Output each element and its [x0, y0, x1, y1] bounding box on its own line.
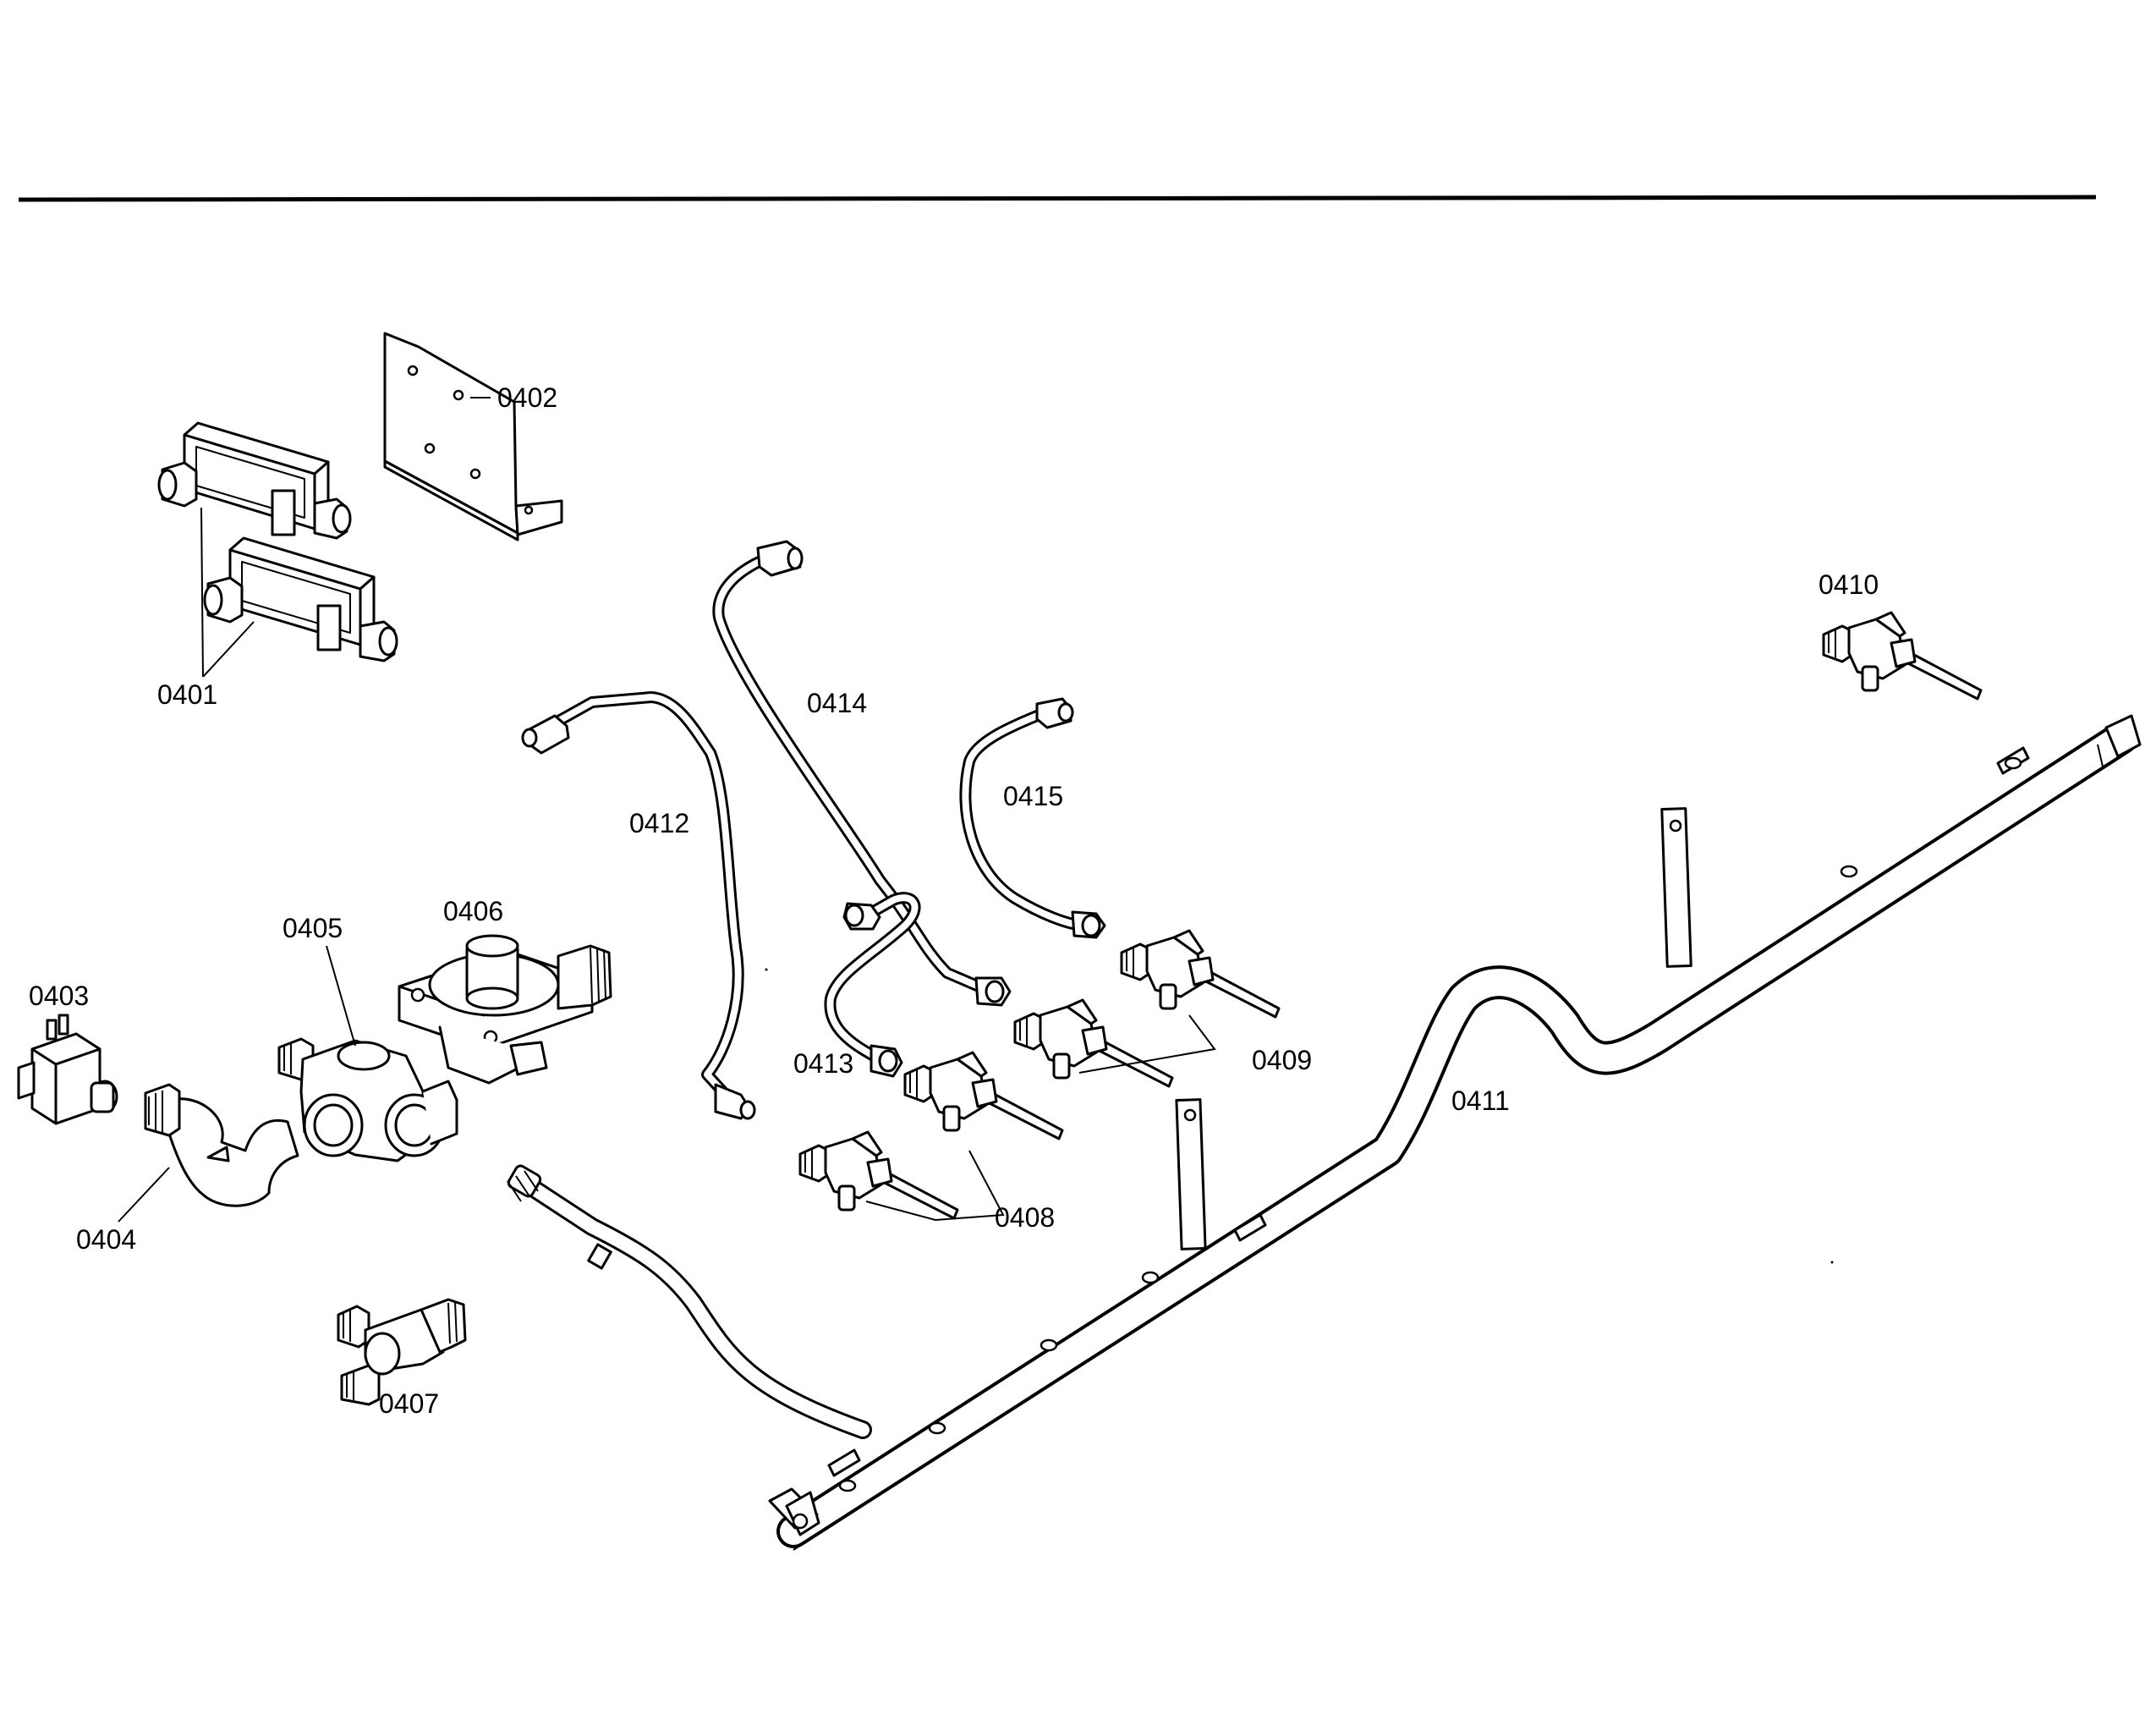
burner-valve-0408b[interactable] — [903, 1051, 1064, 1140]
label-0406: 0406 — [443, 896, 503, 926]
pressure-regulator[interactable] — [398, 934, 612, 1085]
gas-tube-loop[interactable] — [824, 892, 921, 1078]
label-0407: 0407 — [379, 1388, 439, 1419]
label-0411: 0411 — [1451, 1085, 1510, 1116]
label-0413: 0413 — [793, 1048, 853, 1079]
label-0408: 0408 — [995, 1202, 1055, 1233]
speck — [765, 968, 768, 971]
header-rule — [18, 195, 2097, 202]
label-0405: 0405 — [283, 913, 343, 943]
label-0414: 0414 — [807, 688, 867, 718]
tee-fitting[interactable] — [277, 1037, 458, 1162]
burner-valve-0409a[interactable] — [1013, 998, 1174, 1088]
label-0402: 0402 — [497, 382, 557, 413]
label-0401: 0401 — [157, 679, 217, 710]
leader-0408 — [865, 1150, 1005, 1222]
gas-tube-short[interactable] — [959, 697, 1106, 939]
leader-0405 — [326, 945, 356, 1047]
speck — [1830, 1261, 1834, 1264]
label-0409: 0409 — [1252, 1045, 1312, 1075]
solenoid-valve[interactable] — [17, 1014, 118, 1125]
tee-connector[interactable] — [337, 1298, 467, 1406]
label-0415: 0415 — [1003, 781, 1063, 811]
gas-tube-long[interactable] — [521, 691, 756, 1120]
leader-0401 — [200, 507, 255, 678]
mounting-bracket[interactable] — [383, 332, 563, 541]
elbow-fitting[interactable] — [144, 1083, 299, 1207]
label-0410: 0410 — [1819, 569, 1879, 600]
valve-block-lower[interactable] — [203, 536, 398, 662]
label-0412: 0412 — [629, 808, 689, 838]
burner-valve-0410[interactable] — [1822, 611, 1983, 701]
valve-block-upper[interactable] — [157, 421, 352, 540]
burner-valve-0409b[interactable] — [1120, 929, 1281, 1019]
gas-manifold[interactable] — [507, 714, 2142, 1551]
label-0403: 0403 — [29, 981, 89, 1011]
leader-0409 — [1078, 1014, 1216, 1074]
gas-tube-diagonal[interactable] — [712, 540, 1012, 1007]
leader-0404 — [118, 1167, 170, 1223]
label-0404: 0404 — [76, 1224, 136, 1255]
